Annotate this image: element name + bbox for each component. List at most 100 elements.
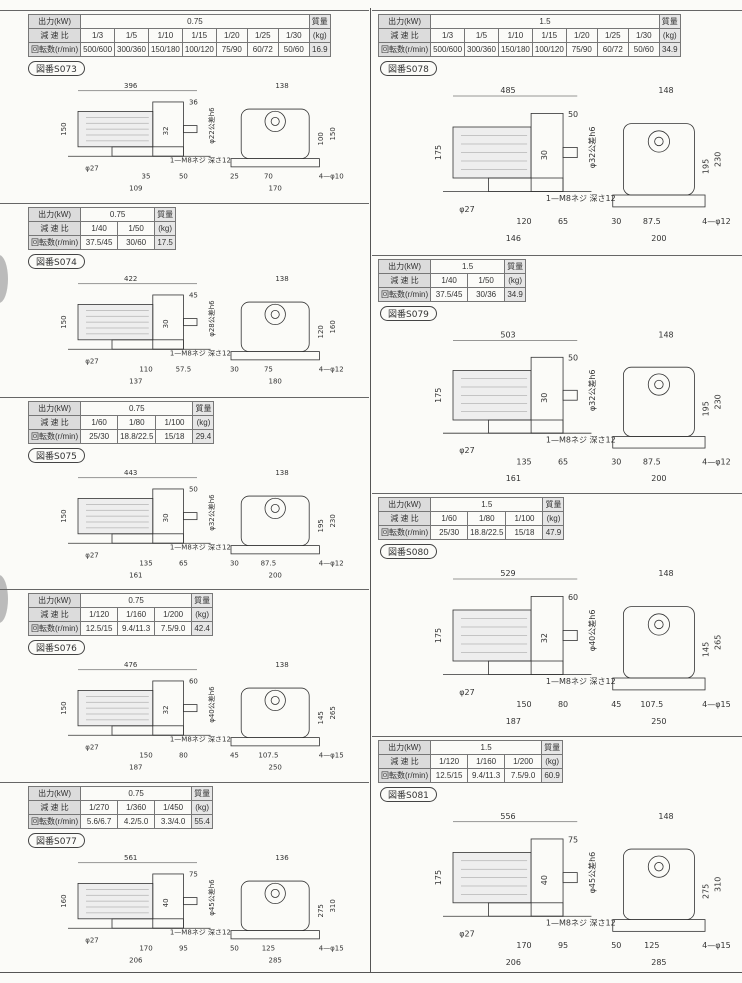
ratio-label: 減 速 比 [27, 607, 82, 622]
output-shaft [182, 125, 198, 134]
dim-cable-diameter: φ27 [459, 688, 474, 697]
shaft-boss [647, 130, 670, 153]
side-view [443, 821, 592, 917]
speed-cell: 15/18 [505, 525, 544, 540]
mass-unit: (kg) [542, 511, 565, 526]
side-view [68, 283, 211, 350]
dim-shaft-tolerance: φ40公差h6 [587, 610, 597, 652]
ratio-cell: 1/25 [246, 28, 279, 43]
speed-cell: 15/18 [155, 429, 194, 444]
mount-base [111, 918, 184, 929]
end-base [230, 930, 320, 940]
dim-shaft-length: 75 [189, 870, 198, 878]
dim-foot-b: 80 [558, 700, 568, 709]
dim-key-length: 40 [540, 875, 549, 885]
ratio-cell: 1/360 [117, 800, 156, 815]
side-view [443, 340, 592, 434]
side-view [68, 90, 211, 157]
dim-base-width: 250 [651, 717, 666, 726]
speed-cell: 9.4/11.3 [117, 621, 156, 636]
mass-unit: (kg) [192, 415, 215, 430]
dim-overall-length: 529 [500, 569, 515, 578]
dim-end-height-2: 310 [329, 899, 337, 912]
output-label: 出力(kW) [27, 593, 82, 608]
dim-foot-b: 95 [179, 945, 188, 953]
gearbox-end [240, 495, 310, 547]
speed-cell: 75/90 [565, 42, 598, 57]
output-value: 0.75 [80, 593, 193, 608]
dim-mount-holes: 4—φ10 [319, 173, 344, 181]
dim-mount-holes: 4—φ15 [702, 941, 731, 950]
ratio-cell: 1/50 [117, 221, 156, 236]
gearbox-end [622, 848, 695, 920]
speed-cell: 37.5/45 [430, 287, 469, 302]
speed-cell: 5.6/6.7 [80, 814, 119, 829]
side-view [68, 477, 211, 544]
output-value: 0.75 [80, 207, 156, 222]
dim-overall-length: 485 [500, 86, 515, 95]
mass-value: 60.9 [541, 768, 564, 783]
dim-shaft-length: 45 [189, 291, 198, 299]
dim-end-width: 148 [658, 569, 673, 578]
dim-foot-b: 57.5 [176, 366, 192, 374]
speed-cell: 3.3/4.0 [154, 814, 193, 829]
output-value: 1.5 [430, 14, 660, 29]
ratio-cell: 1/30 [627, 28, 660, 43]
dim-base-width: 200 [651, 234, 666, 243]
speed-cell: 18.8/22.5 [117, 429, 157, 444]
dim-foot-x1: 30 [611, 217, 621, 226]
mount-base [488, 177, 564, 193]
dim-shaft-height: 175 [434, 870, 443, 885]
speed-cell: 12.5/15 [80, 621, 119, 636]
dim-foot-a: 170 [516, 941, 531, 950]
shaft-end [654, 862, 664, 872]
speed-cell: 100/120 [181, 42, 217, 57]
mass-value: 42.4 [191, 621, 214, 636]
output-value: 0.75 [80, 401, 194, 416]
speed-cell: 75/90 [215, 42, 248, 57]
dim-overall-length: 422 [124, 275, 137, 283]
dim-end-height-1: 120 [317, 325, 325, 338]
ratio-cell: 1/200 [504, 754, 543, 769]
ratio-cell: 1/20 [215, 28, 248, 43]
dim-base-width: 180 [269, 377, 282, 385]
dim-end-height-1: 145 [317, 711, 325, 724]
dim-end-width: 138 [275, 275, 288, 283]
mass-value: 16.9 [308, 42, 331, 57]
shaft-boss [647, 613, 670, 636]
dim-shaft-length: 60 [189, 677, 198, 685]
gearbox-end [622, 123, 695, 196]
mass-value: 34.9 [504, 287, 527, 302]
dim-key-length: 32 [162, 126, 170, 135]
dim-foot-a: 110 [139, 366, 152, 374]
dim-end-height-1: 275 [317, 904, 325, 917]
ratio-cell: 1/25 [596, 28, 629, 43]
dim-base-width: 170 [269, 184, 282, 192]
dim-tap-screw: 1—M8ネジ 深さ12 [170, 156, 231, 165]
side-view [68, 669, 211, 736]
ratio-cell: 1/200 [154, 607, 193, 622]
dim-shaft-length: 50 [568, 354, 578, 363]
dim-cable-diameter: φ27 [85, 551, 99, 559]
dim-foot-b: 65 [179, 560, 188, 568]
output-label: 出力(kW) [377, 497, 432, 512]
mount-base [111, 725, 184, 736]
end-view [230, 880, 320, 940]
dim-foot-x2: 70 [264, 173, 273, 181]
dim-foot-x2: 107.5 [640, 700, 663, 709]
dim-base-width: 250 [269, 763, 282, 771]
dim-overall-length: 476 [124, 661, 138, 669]
dim-base-width: 285 [651, 958, 666, 967]
dim-foot-x1: 30 [611, 458, 621, 467]
speed-cell: 30/60 [117, 235, 156, 250]
dim-foot-a: 135 [139, 560, 152, 568]
dim-foot-x1: 30 [230, 560, 239, 568]
dim-end-height-1: 100 [317, 132, 325, 145]
